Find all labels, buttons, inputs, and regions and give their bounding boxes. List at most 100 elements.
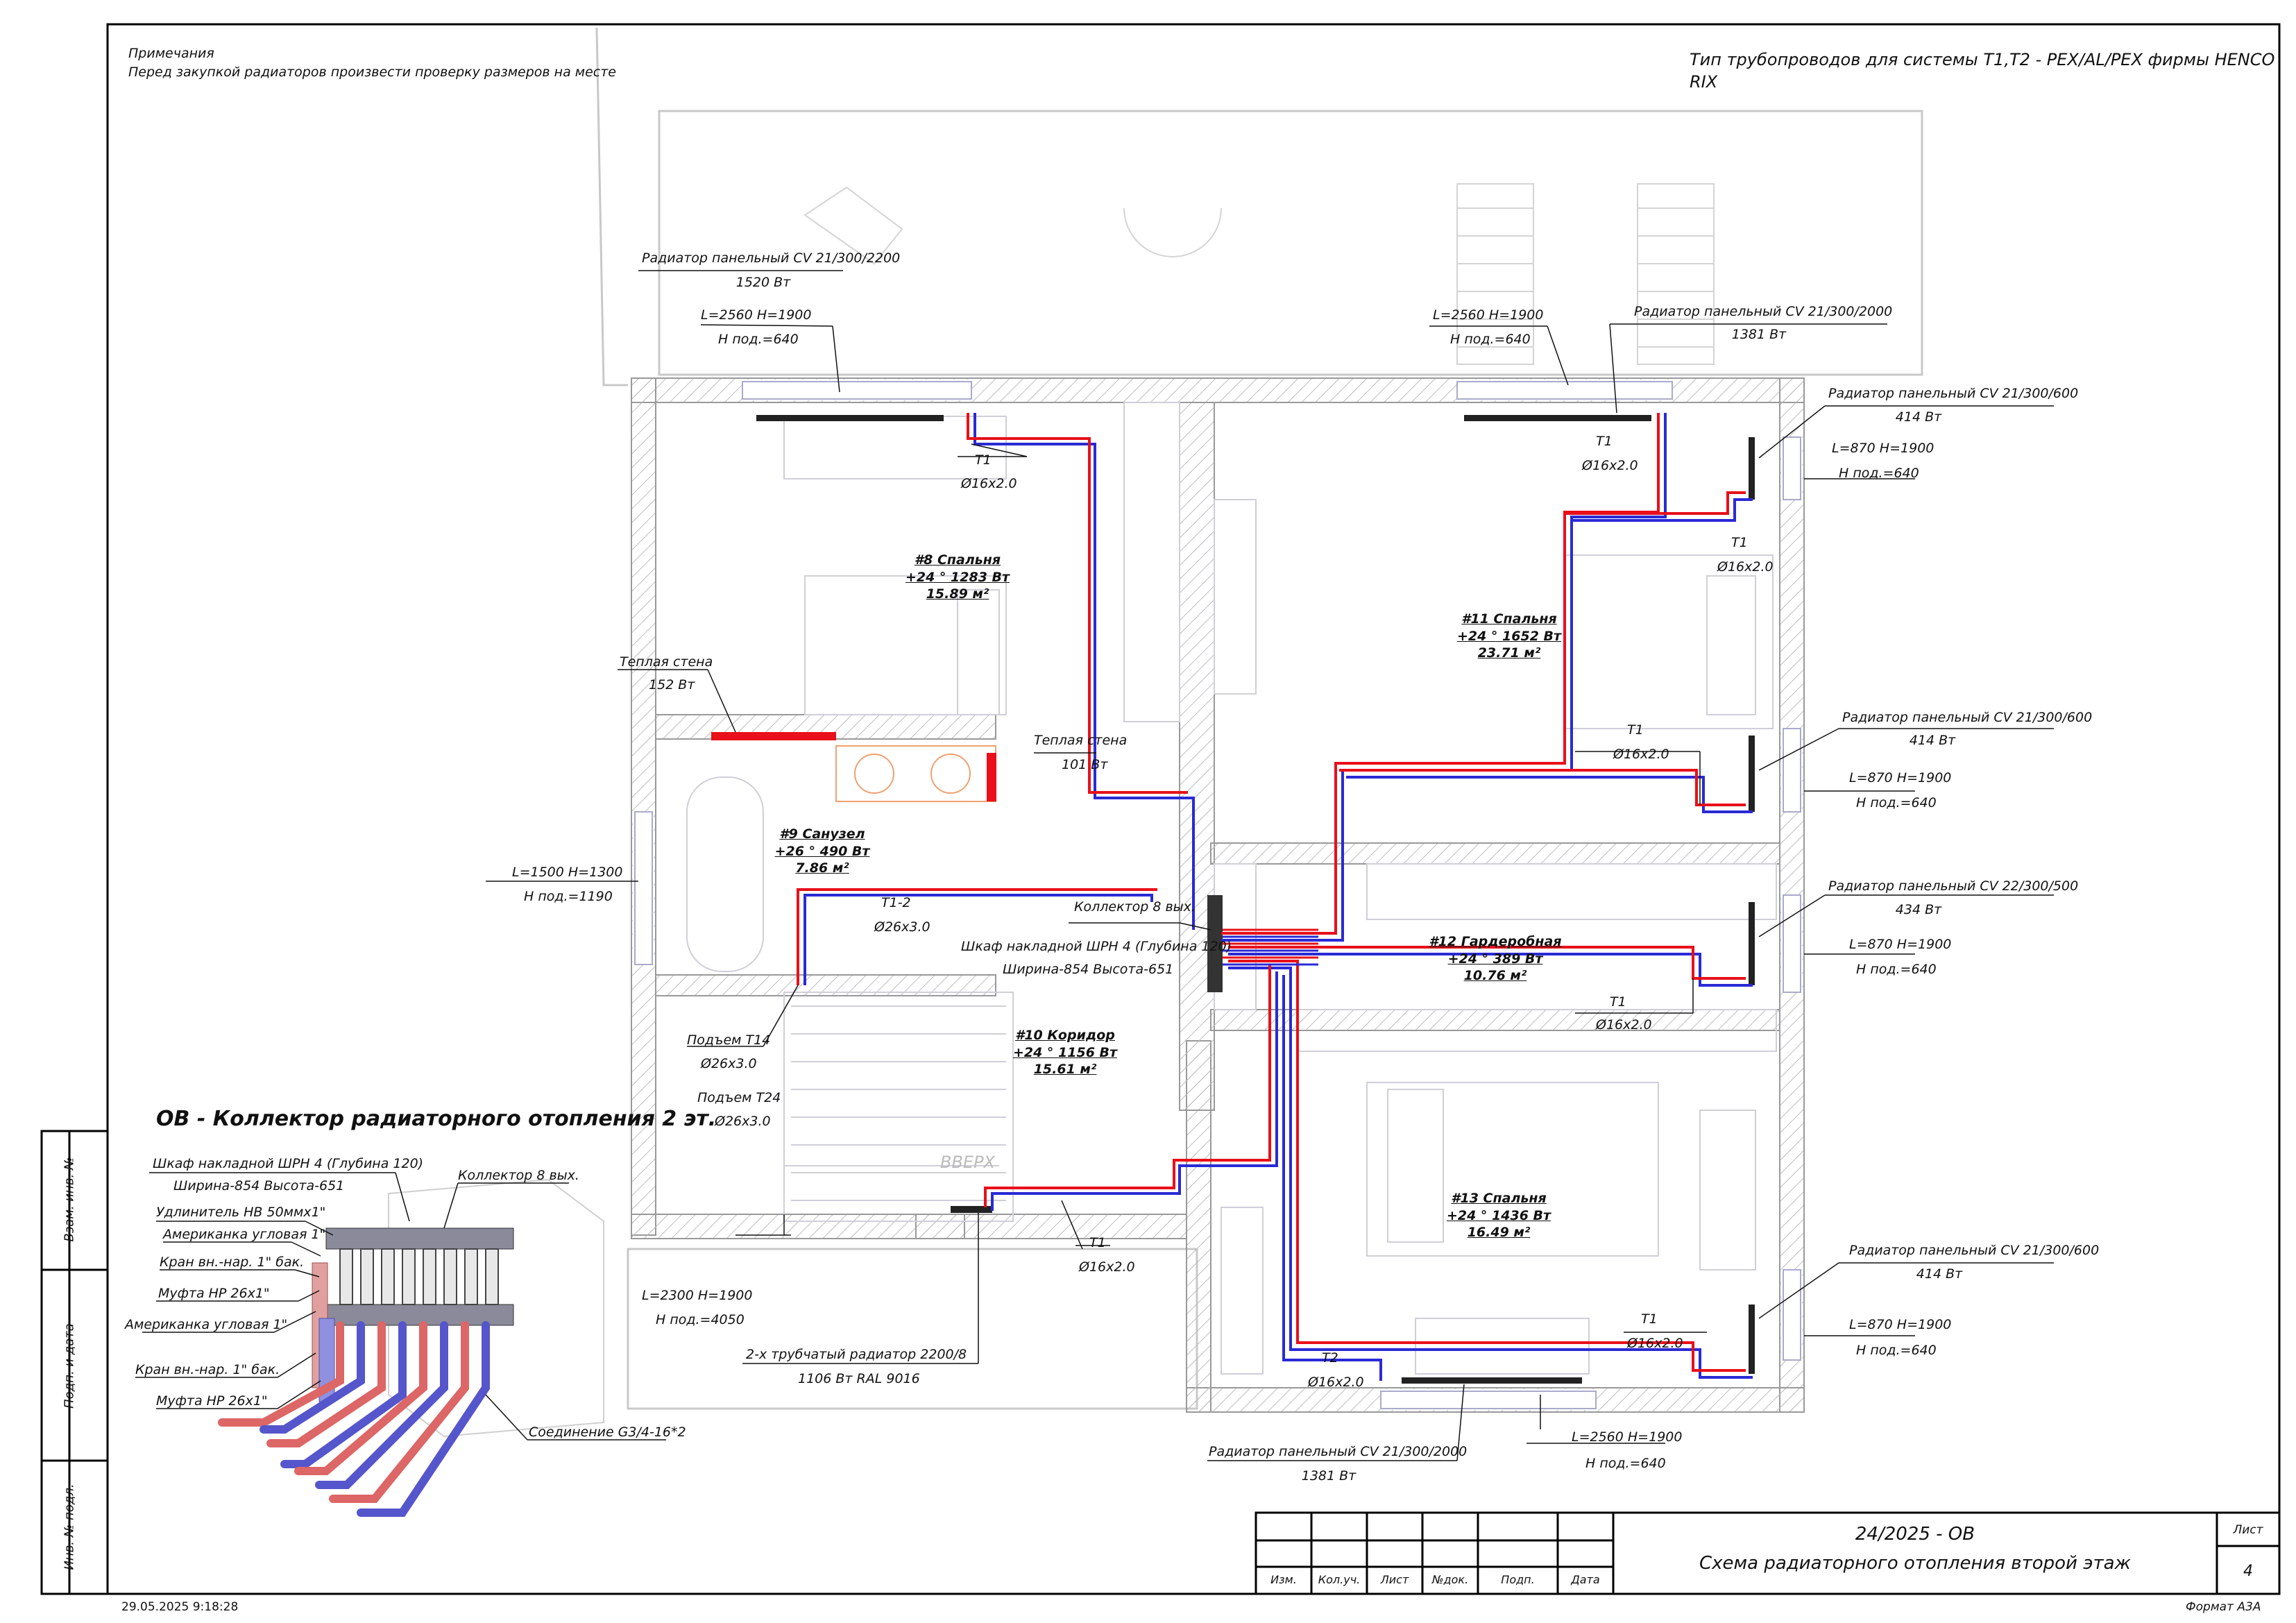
detail-callout-union-1: Американка угловая 1" (163, 1227, 326, 1242)
supply-pipes (797, 413, 1746, 1372)
title-block-title: Схема радиаторного отопления второй этаж (1699, 1553, 2131, 1574)
radiator-7-size: L=2560 H=1900 (1572, 1429, 1683, 1445)
pipe-d16-label-1: Ø16х2.0 (961, 476, 1017, 491)
terrace-blinds (803, 183, 1715, 365)
footer-format: Формат А3А (2186, 1600, 2261, 1614)
bath-radiator-size: L=1500 H=1300 (512, 865, 623, 880)
pipe-d16-label-7: Ø16х2.0 (1308, 1375, 1364, 1390)
detail-callout-extender: Удлинитель НВ 50ммх1" (156, 1205, 326, 1220)
radiator-5-h: H под.=640 (1856, 962, 1937, 977)
radiator-6-power: 414 Вт (1916, 1266, 1963, 1282)
radiator-4-h: H под.=640 (1856, 795, 1937, 810)
title-col-date: Дата (1571, 1573, 1600, 1586)
radiator-7-power: 1381 Вт (1301, 1468, 1357, 1484)
stamp-replace-inv: Взам. инв. № (62, 1157, 77, 1242)
title-block-code: 24/2025 - ОВ (1855, 1524, 1975, 1545)
side-stamp-frame (40, 1130, 109, 1595)
tube-radiator-h: H под.=4050 (656, 1312, 745, 1327)
sheet-frame (106, 23, 2281, 1595)
warm-wall-2-power: 101 Вт (1062, 757, 1108, 772)
stairs-up-label: ВВЕРХ (940, 1153, 996, 1172)
notes-title: Примечания (128, 46, 214, 61)
radiator-2-power: 1381 Вт (1731, 327, 1787, 342)
radiator-2-name: Радиатор панельный CV 21/300/2000 (1634, 304, 1893, 319)
pipe-d16-label-3: Ø16х2.0 (1717, 559, 1774, 575)
radiator-4-name: Радиатор панельный CV 21/300/600 (1842, 710, 2093, 725)
pipe-type-note: Тип трубопроводов для системы Т1,Т2 - PE… (1690, 50, 2275, 92)
footer-timestamp: 29.05.2025 9:18:28 (121, 1600, 239, 1614)
pipe-t1-label-3: Т1 (1731, 535, 1748, 550)
title-block-sheet-number: 4 (2243, 1563, 2253, 1580)
radiator-3-size: L=870 H=1900 (1832, 441, 1934, 456)
pipe-d16-label-4: Ø16х2.0 (1613, 747, 1669, 762)
pipe-d26-label-1: Ø26х3.0 (874, 919, 930, 935)
radiator-3-h: H под.=640 (1839, 466, 1919, 481)
radiator-2-size: L=2560 H=1900 (1433, 307, 1544, 323)
collector-bundle (1223, 928, 1318, 966)
tube-radiator-name: 2-х трубчатый радиатор 2200/8 (746, 1347, 967, 1362)
window-frames (634, 381, 1801, 1409)
warm-wall-marks (711, 732, 996, 801)
pipe-d16-label-5: Ø16х2.0 (1596, 1017, 1652, 1033)
radiator-3-name: Радиатор панельный CV 21/300/600 (1828, 386, 2079, 401)
title-col-doc: №док. (1431, 1573, 1469, 1586)
tube-radiator-size: L=2300 H=1900 (642, 1288, 753, 1303)
title-col-count: Кол.уч. (1318, 1573, 1361, 1586)
notes-text: Перед закупкой радиаторов произвести про… (128, 65, 616, 80)
pipe-t1-label-5: Т1 (1610, 994, 1626, 1010)
title-col-sheet: Лист (1380, 1573, 1409, 1586)
radiator-marks (756, 415, 1755, 1384)
detail-callout-coupling-1: Муфта НР 26х1" (158, 1286, 270, 1301)
warm-wall-1-name: Теплая стена (620, 654, 713, 670)
riser-t14-label: Подъем Т14 (687, 1033, 771, 1048)
radiator-6-size: L=870 H=1900 (1849, 1317, 1952, 1332)
pipe-d16-label-2: Ø16х2.0 (1582, 458, 1638, 473)
radiator-2-h: H под.=640 (1450, 332, 1531, 347)
bath-radiator-h: H под.=1190 (524, 889, 613, 904)
cabinet-label-plan: Шкаф накладной ШРН 4 (Глубина 120) (961, 939, 1232, 954)
pipe-t1-label-6: Т1 (1641, 1311, 1658, 1327)
pipe-t2-label: Т2 (1322, 1350, 1338, 1366)
radiator-7-h: H под.=640 (1585, 1456, 1666, 1471)
radiator-5-size: L=870 H=1900 (1849, 937, 1952, 952)
title-block-frame (1255, 1511, 2281, 1595)
detail-title: ОВ - Коллектор радиаторного отопления 2 … (156, 1107, 717, 1131)
title-block-sheet-label: Лист (2233, 1523, 2263, 1537)
radiator-5-name: Радиатор панельный CV 22/300/500 (1828, 878, 2079, 894)
detail-callout-valve-1: Кран вн.-нар. 1" бак. (160, 1255, 305, 1270)
windows (633, 380, 1802, 1410)
detail-callout-coupling-2: Муфта НР 26х1" (156, 1393, 268, 1409)
pipe-d16-label-8: Ø16х2.0 (1079, 1259, 1135, 1275)
detail-callout-connection: Соединение G3/4-16*2 (529, 1425, 686, 1440)
warm-wall-2-name: Теплая стена (1034, 733, 1128, 748)
pipe-d26-label-2: Ø26х3.0 (701, 1056, 757, 1071)
radiator-6-name: Радиатор панельный CV 21/300/600 (1849, 1243, 2100, 1258)
detail-callout-cabinet-dims: Ширина-854 Высота-651 (173, 1178, 345, 1193)
radiator-4-power: 414 Вт (1909, 733, 1956, 748)
radiator-4-size: L=870 H=1900 (1849, 770, 1952, 785)
cabinet-dims-plan: Ширина-854 Высота-651 (1003, 962, 1174, 977)
collector-label-plan: Коллектор 8 вых. (1074, 899, 1196, 915)
warm-wall-1-power: 152 Вт (649, 677, 695, 692)
radiator-5-power: 434 Вт (1895, 902, 1942, 917)
detail-callout-collector: Коллектор 8 вых. (458, 1168, 579, 1183)
collector-detail (135, 1172, 666, 1517)
pipe-d16-label-6: Ø16х2.0 (1627, 1336, 1683, 1351)
title-col-change: Изм. (1270, 1573, 1297, 1586)
pipe-t1-label-4: Т1 (1627, 722, 1644, 738)
stair-treads (784, 1005, 1006, 1201)
riser-t24-label: Подъем Т24 (697, 1090, 781, 1105)
stamp-orig-inv: Инв. № подл. (62, 1484, 77, 1570)
title-col-sign: Подп. (1501, 1573, 1535, 1586)
detail-callout-cabinet: Шкаф накладной ШРН 4 (Глубина 120) (153, 1156, 424, 1171)
radiator-1-size: L=2560 H=1900 (701, 307, 812, 323)
radiator-3-power: 414 Вт (1895, 409, 1942, 425)
tube-radiator-power: 1106 Вт RAL 9016 (798, 1371, 920, 1386)
